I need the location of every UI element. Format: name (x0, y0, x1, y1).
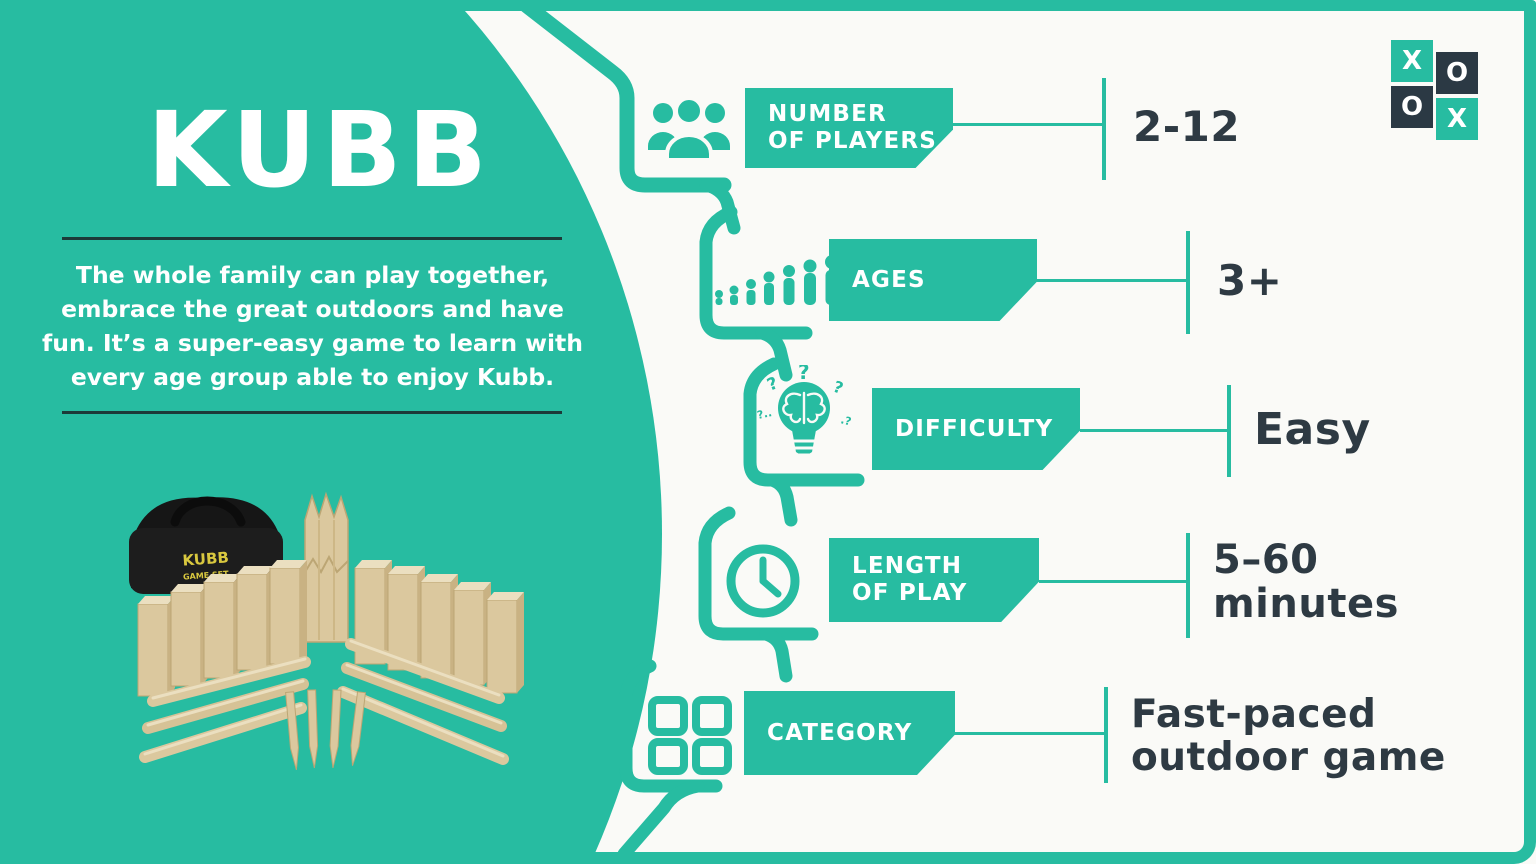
connector-line (955, 732, 1104, 735)
label-box-difficulty: DIFFICULTY (872, 388, 1080, 470)
tick-mark (1186, 533, 1190, 638)
connector-line (1080, 429, 1227, 432)
row-label: DIFFICULTY (895, 415, 1054, 442)
tick-mark (1186, 231, 1190, 334)
batons (139, 638, 509, 765)
difficulty-icon: ? ? ? ?.. .? (756, 365, 853, 457)
connector-line (953, 123, 1102, 126)
divider-top (62, 237, 562, 240)
tick-mark (1104, 687, 1108, 783)
row-value-length: 5–60 minutes (1213, 537, 1399, 627)
tick-mark (1102, 78, 1106, 180)
category-icon (648, 696, 732, 775)
kubb-set-product-image: KUBB GAME SET (129, 491, 524, 770)
logo-cell-o: O (1436, 52, 1478, 94)
row-label: AGES (852, 266, 926, 293)
corner-stakes (285, 689, 367, 770)
svg-text:.?: .? (839, 413, 852, 428)
svg-text:?: ? (831, 377, 846, 398)
svg-text:?: ? (798, 365, 810, 384)
xo-logo: X O O X (1391, 38, 1483, 144)
svg-text:KUBB: KUBB (182, 548, 230, 569)
king-piece (304, 491, 349, 643)
row-label: LENGTH OF PLAY (852, 553, 968, 606)
logo-cell-x: X (1436, 98, 1478, 140)
label-box-number-of-players: NUMBER OF PLAYERS (745, 88, 953, 168)
divider-bottom (62, 411, 562, 414)
svg-text:?..: ?.. (756, 406, 773, 422)
tick-mark (1227, 385, 1231, 477)
row-value-category: Fast-paced outdoor game (1131, 692, 1446, 780)
label-box-category: CATEGORY (744, 691, 955, 775)
row-label: NUMBER OF PLAYERS (768, 101, 938, 154)
players-icon (648, 96, 730, 162)
connector-line (1039, 580, 1186, 583)
logo-cell-o: O (1391, 86, 1433, 128)
kubb-blocks-right (354, 560, 524, 694)
label-box-ages: AGES (829, 239, 1037, 321)
label-box-length-of-play: LENGTH OF PLAY (829, 538, 1039, 622)
length-of-play-icon (726, 544, 800, 618)
row-label: CATEGORY (767, 719, 913, 746)
logo-cell-x: X (1391, 40, 1433, 82)
row-value-players: 2-12 (1133, 102, 1241, 151)
ages-icon (715, 255, 839, 305)
connector-line (1037, 279, 1186, 282)
row-value-ages: 3+ (1217, 256, 1283, 305)
page-title: KUBB (147, 89, 493, 211)
description-text: The whole family can play together, embr… (42, 261, 583, 391)
row-value-difficulty: Easy (1254, 404, 1371, 455)
svg-text:?: ? (764, 373, 781, 395)
